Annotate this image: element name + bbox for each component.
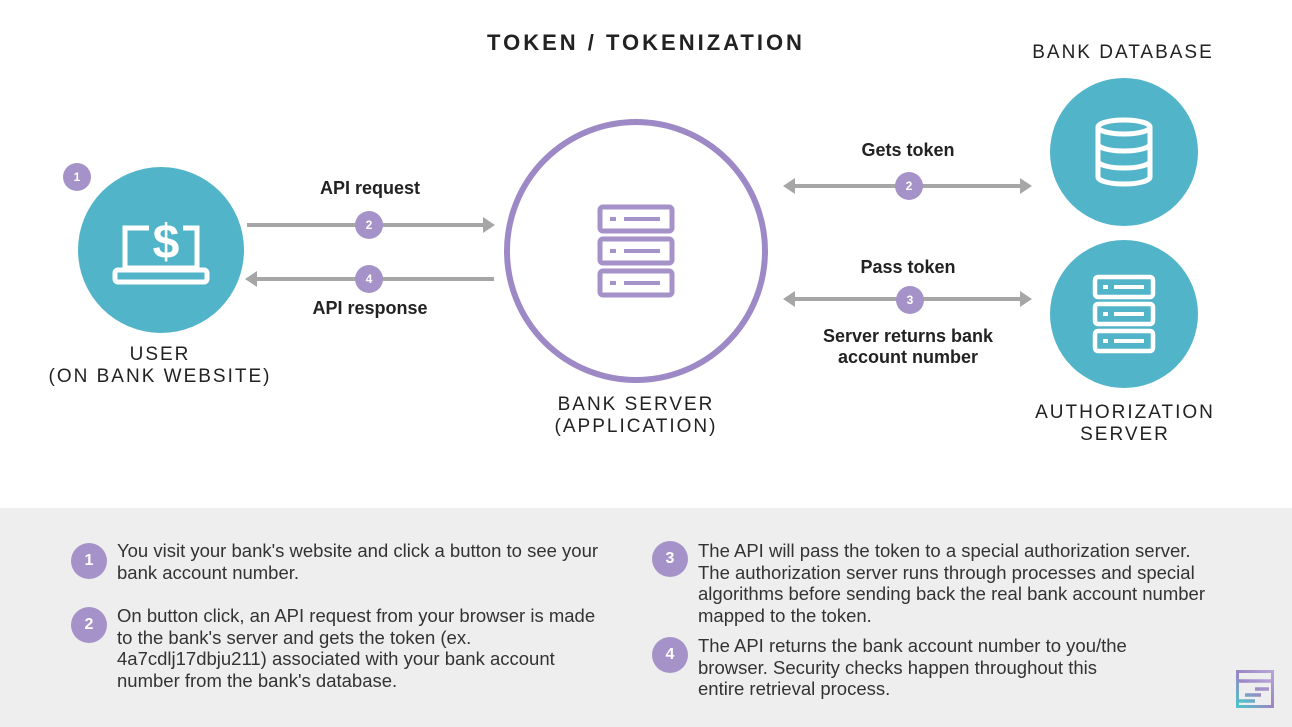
- step-number: 2: [71, 607, 107, 643]
- step-number: 3: [652, 541, 688, 577]
- bank-database-label: BANK DATABASE: [1032, 42, 1214, 63]
- arrowhead-right-icon: [1020, 291, 1032, 307]
- bank-server-label: BANK SERVER(APPLICATION): [496, 394, 776, 438]
- user-label: USER(ON BANK WEBSITE): [20, 344, 300, 388]
- user-node: $: [78, 167, 244, 333]
- arrowhead-right-icon: [1020, 178, 1032, 194]
- bank-server-node: [504, 119, 768, 383]
- arrowhead-left-icon: [783, 291, 795, 307]
- svg-text:$: $: [153, 216, 180, 269]
- step-badge-1: 1: [63, 163, 91, 191]
- arrowhead-left-icon: [245, 271, 257, 287]
- step-number: 4: [652, 637, 688, 673]
- database-icon: [1095, 117, 1153, 187]
- authorization-server-node: [1050, 240, 1198, 388]
- step-badge-2b: 2: [895, 172, 923, 200]
- step-text: The API will pass the token to a special…: [698, 540, 1205, 626]
- step-text: You visit your bank's website and click …: [117, 540, 599, 583]
- bank-server-label-line2: (APPLICATION): [554, 416, 718, 437]
- diagram-title: TOKEN / TOKENIZATION: [487, 30, 805, 55]
- bank-database-node: [1050, 78, 1198, 226]
- arrowhead-left-icon: [783, 178, 795, 194]
- pass-token-label: Pass token: [860, 257, 956, 277]
- server-returns-line2: account number: [837, 347, 979, 367]
- auth-label-line2: SERVER: [1080, 424, 1170, 445]
- laptop-dollar-icon: $: [112, 216, 210, 285]
- arrowhead-right-icon: [483, 217, 495, 233]
- server-returns-line1: Server returns bank: [822, 326, 994, 346]
- auth-label-line1: AUTHORIZATION: [1035, 402, 1215, 423]
- server-rack-icon: [1092, 274, 1156, 354]
- step-text: On button click, an API request from you…: [117, 605, 596, 691]
- step-badge-4: 4: [355, 265, 383, 293]
- api-request-label: API request: [319, 178, 421, 198]
- steps-panel: [0, 508, 1292, 727]
- step-text: The API returns the bank account number …: [698, 635, 1127, 699]
- step-number: 1: [71, 543, 107, 579]
- user-label-line2: (ON BANK WEBSITE): [48, 366, 272, 387]
- bank-server-label-line1: BANK SERVER: [557, 394, 715, 415]
- step-badge-3: 3: [896, 286, 924, 314]
- server-rack-icon: [597, 204, 675, 298]
- user-label-line1: USER: [129, 344, 191, 365]
- logo-icon: [1236, 670, 1274, 708]
- step-badge-2: 2: [355, 211, 383, 239]
- gets-token-label: Gets token: [861, 140, 955, 160]
- api-response-label: API response: [312, 298, 428, 318]
